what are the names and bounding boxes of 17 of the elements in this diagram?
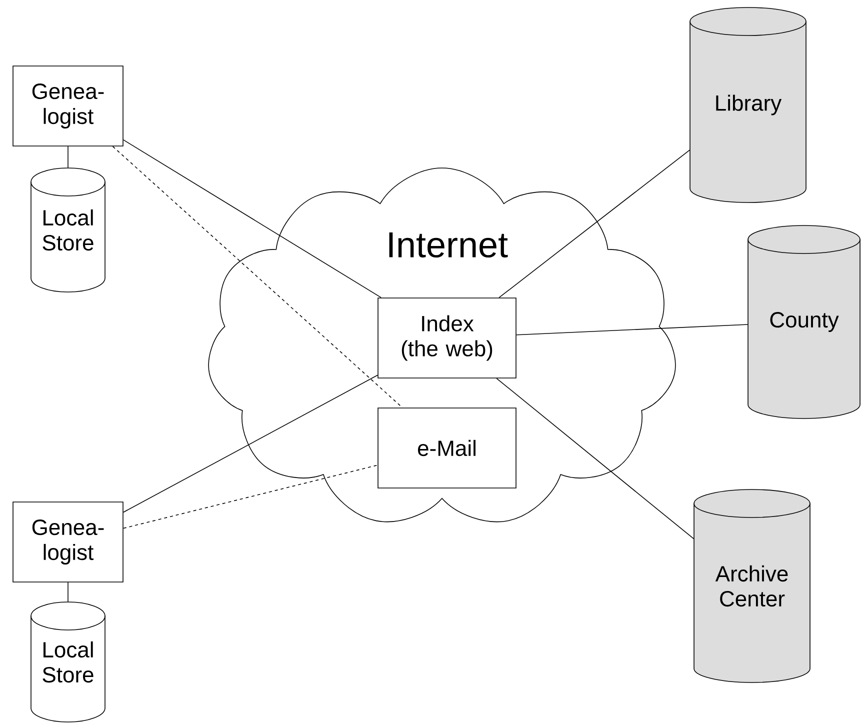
database-cylinder: County — [748, 225, 860, 419]
connector-line — [123, 374, 378, 513]
database-cylinder: Local Store — [30, 602, 106, 722]
database-cylinder: Library — [690, 7, 806, 203]
connector-line — [498, 150, 690, 298]
cloud-title: Internet — [389, 232, 508, 258]
database-cylinder: Local Store — [30, 168, 106, 292]
process-box: Genea- logist — [12, 66, 124, 146]
connector-line — [496, 378, 694, 540]
process-box: Genea- logist — [12, 502, 124, 582]
connector-line — [123, 464, 378, 529]
connector-line — [516, 324, 748, 336]
database-cylinder: Archive Center — [694, 489, 810, 683]
connector-line — [123, 139, 382, 298]
process-box: e-Mail — [378, 408, 516, 488]
connector-line — [112, 146, 403, 408]
process-box: Index (the web) — [378, 298, 516, 378]
